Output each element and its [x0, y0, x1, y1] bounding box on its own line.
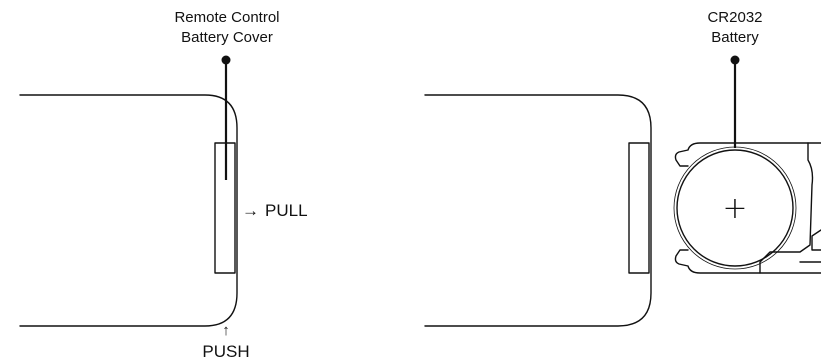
pull-arrow-icon: →: [242, 201, 259, 220]
battery-holder-frame-inner: [811, 229, 821, 251]
pull-label: PULL: [265, 201, 308, 220]
empty-cover-slot: [628, 142, 650, 274]
push-label: PUSH: [202, 342, 249, 361]
push-arrow-icon: ↑: [222, 322, 230, 339]
battery-holder-top-clip: [674, 142, 821, 167]
battery-plus-icon: +: [722, 191, 747, 226]
battery-holder-bottom-clip: [674, 249, 821, 274]
cover-label-line2: Battery Cover: [181, 29, 273, 46]
battery-label-line1: CR2032: [707, 9, 762, 26]
right-panel: + CR2032 Battery: [424, 9, 821, 327]
cover-label-line1: Remote Control: [174, 9, 279, 26]
cr2032-battery: [676, 149, 794, 267]
left-panel: Remote Control Battery Cover → PULL ↑ PU…: [19, 9, 308, 361]
battery-holder-frame: [759, 142, 814, 274]
remote-body-outline-right: [424, 94, 652, 327]
battery-leader-dot: [730, 55, 740, 65]
battery-label-line2: Battery: [711, 29, 759, 46]
cover-leader-dot: [221, 55, 231, 65]
remote-body-outline: [19, 94, 238, 327]
